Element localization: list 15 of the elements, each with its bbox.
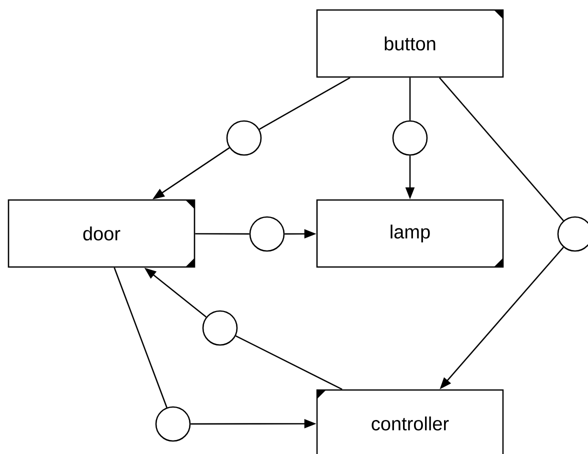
process-box: lamp: [316, 199, 504, 268]
place-circle: [392, 120, 428, 156]
process-box: door: [8, 199, 196, 268]
place-circle: [202, 310, 238, 346]
connector-line: [235, 335, 342, 390]
connector-line: [439, 77, 564, 222]
place-circle: [226, 120, 262, 156]
place-circle: [249, 216, 285, 252]
connector-line: [195, 233, 250, 235]
connector-line: [114, 267, 168, 408]
process-box: button: [316, 9, 504, 78]
connector-line: [259, 77, 350, 130]
place-circle: [155, 406, 191, 442]
connector-line: [409, 78, 411, 120]
process-box: controller: [316, 389, 504, 454]
